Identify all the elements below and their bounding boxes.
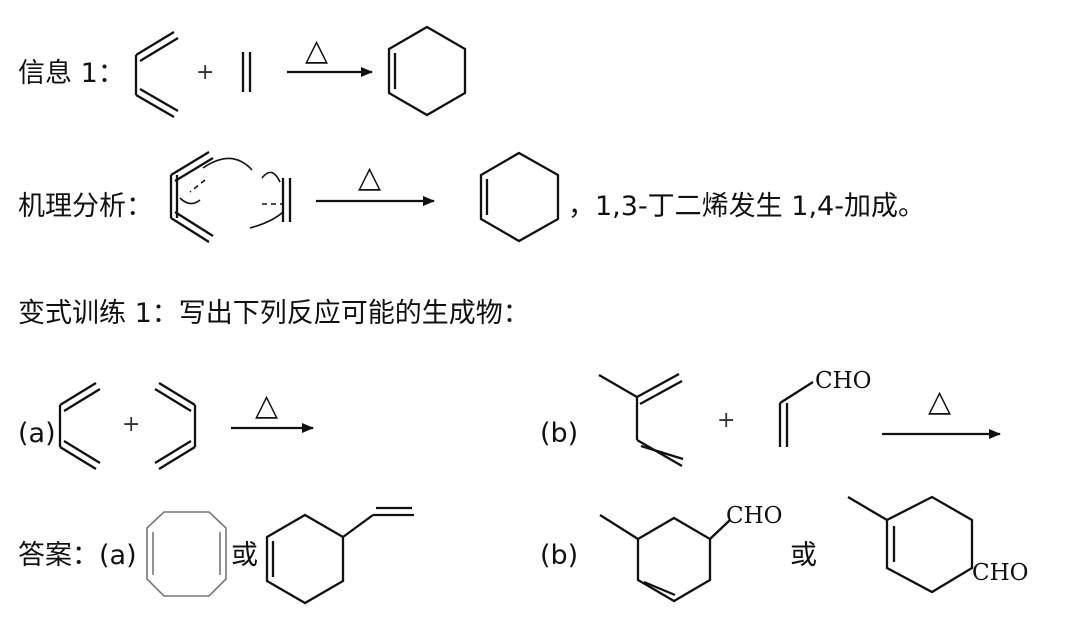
mechanism-label: 机理分析： [18,191,153,222]
answer-b-label: (b) [540,540,579,571]
mechanism-heat-symbol: △ [358,160,382,195]
mechanism-conclusion: ，1,3-丁二烯发生 1,4-加成。 [568,191,925,222]
electron-arrows [179,157,284,229]
part-a-plus: + [122,412,141,437]
info-plus: + [196,60,215,85]
cyclohexene-product [387,25,467,117]
ethylene-structure [241,52,252,92]
exercise-prompt: 变式训练 1：写出下列反应可能的生成物： [18,298,530,329]
part-a-diene-2 [154,382,197,470]
product-1-structure [599,514,731,603]
acrolein-structure [778,381,814,447]
answer-label: 答案：(a) [18,540,137,571]
part-b-heat-symbol: △ [928,384,952,419]
part-a-label: (a) [18,418,56,449]
answer-b-or: 或 [790,540,817,571]
acrolein-cho-label: CHO [815,368,872,394]
vinylcyclohexene-answer [265,506,414,605]
info-label: 信息 1： [18,58,125,89]
product-2-cho-label: CHO [972,560,1029,586]
product-1-cho-label: CHO [726,503,783,529]
part-b-label: (b) [540,418,579,449]
part-b-plus: + [717,408,736,433]
cyclooctadiene-answer [146,511,227,597]
mechanism-diene [169,151,214,243]
product-2-structure [847,495,974,594]
mechanism-dienophile [281,178,292,222]
isoprene-structure [598,372,684,467]
info-heat-symbol: △ [305,33,329,68]
part-a-diene-1 [58,382,101,470]
part-a-heat-symbol: △ [255,388,279,423]
butadiene-structure [134,31,179,118]
mechanism-cyclohexene-product [479,151,560,243]
answer-a-or: 或 [231,540,258,571]
